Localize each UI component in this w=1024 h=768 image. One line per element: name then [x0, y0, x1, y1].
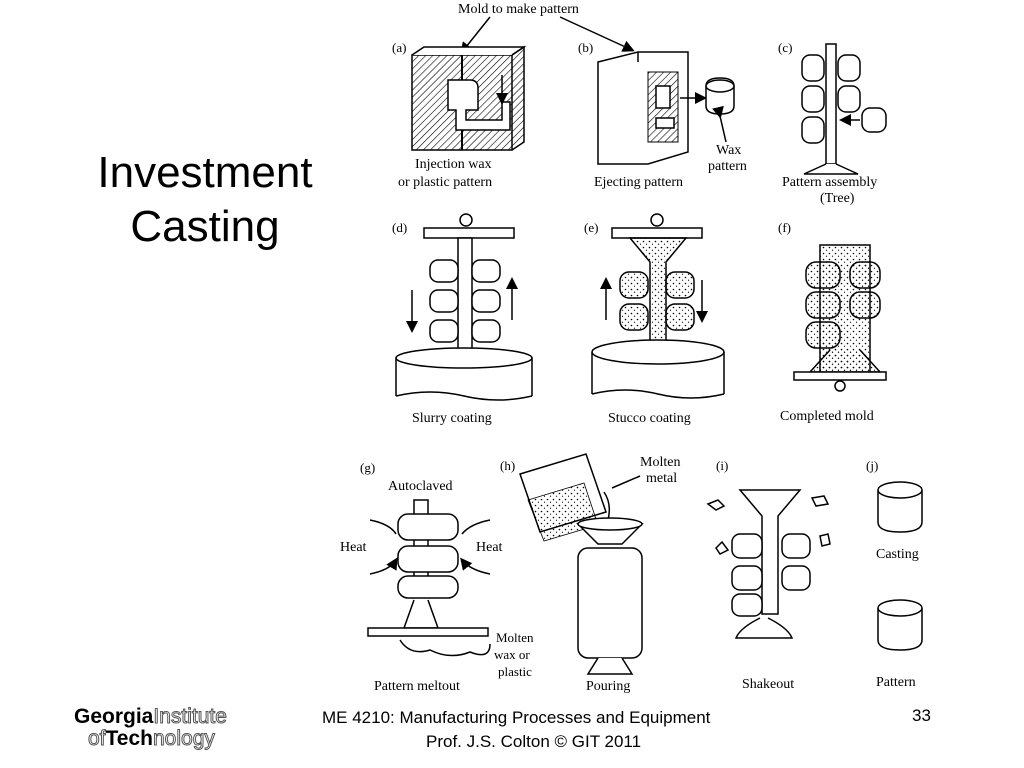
svg-text:(h): (h)	[500, 458, 515, 473]
svg-text:Wax: Wax	[716, 143, 741, 158]
svg-text:or plastic pattern: or plastic pattern	[398, 175, 492, 190]
svg-text:(a): (a)	[392, 40, 406, 55]
svg-text:(e): (e)	[584, 220, 598, 235]
svg-text:plastic: plastic	[498, 664, 532, 679]
georgia-tech-logo: GeorgiaInstitute ofTechnology	[74, 705, 227, 750]
title-line-2: Casting	[130, 202, 280, 251]
investment-casting-diagram: Mold to make pattern (a) Injection wax o…	[340, 2, 923, 694]
panel-c: (c) Pattern assembly (Tree)	[778, 40, 887, 206]
svg-text:(g): (g)	[360, 460, 375, 475]
slide-title: Investment Casting	[60, 146, 350, 254]
svg-text:Shakeout: Shakeout	[742, 677, 794, 692]
svg-text:Autoclaved: Autoclaved	[388, 479, 453, 494]
footer-course-info: ME 4210: Manufacturing Processes and Equ…	[322, 706, 802, 754]
svg-text:Pattern: Pattern	[876, 675, 916, 690]
panel-f: (f) Completed mold	[778, 220, 887, 424]
panel-a: (a) Injection wax or plastic pattern	[392, 40, 527, 190]
panel-d: (d) Slurry coating	[392, 213, 533, 426]
label-mold-to-make-pattern: Mold to make pattern	[458, 2, 579, 17]
panel-g: (g) Autoclaved Heat Heat Molten wax or p…	[340, 460, 534, 694]
svg-text:Injection wax: Injection wax	[415, 157, 492, 172]
svg-text:Slurry coating: Slurry coating	[412, 411, 492, 426]
svg-text:(f): (f)	[778, 220, 791, 235]
page-number: 33	[912, 706, 931, 725]
svg-text:metal: metal	[646, 471, 677, 486]
author-credit: Prof. J.S. Colton © GIT 2011	[426, 732, 642, 751]
svg-text:pattern: pattern	[708, 159, 747, 174]
svg-text:Ejecting pattern: Ejecting pattern	[594, 175, 683, 190]
svg-text:Completed mold: Completed mold	[780, 409, 874, 424]
svg-text:Molten: Molten	[496, 630, 534, 645]
svg-text:Pattern meltout: Pattern meltout	[374, 679, 460, 694]
svg-text:wax or: wax or	[494, 647, 530, 662]
svg-text:(i): (i)	[716, 458, 728, 473]
svg-text:Stucco coating: Stucco coating	[608, 411, 691, 426]
svg-text:Heat: Heat	[340, 540, 367, 555]
svg-text:(c): (c)	[778, 40, 792, 55]
panel-h: (h) Molten metal Pouring	[500, 453, 680, 694]
panel-b: (b) Ejecting pattern Wax pattern	[578, 40, 747, 190]
svg-text:Pouring: Pouring	[586, 679, 630, 694]
svg-text:(j): (j)	[866, 458, 878, 473]
svg-text:(d): (d)	[392, 220, 407, 235]
title-line-1: Investment	[97, 148, 313, 197]
course-title: ME 4210: Manufacturing Processes and Equ…	[322, 708, 711, 727]
panel-j: (j) Casting Pattern	[866, 458, 923, 690]
svg-text:Heat: Heat	[476, 540, 503, 555]
panel-e: (e) Stucco coating	[584, 213, 725, 426]
svg-text:Molten: Molten	[640, 455, 680, 470]
svg-text:Pattern assembly: Pattern assembly	[782, 175, 877, 190]
svg-text:(b): (b)	[578, 40, 593, 55]
panel-i: (i) Shakeout	[706, 458, 831, 692]
svg-text:Casting: Casting	[876, 547, 919, 562]
svg-text:(Tree): (Tree)	[820, 191, 855, 206]
